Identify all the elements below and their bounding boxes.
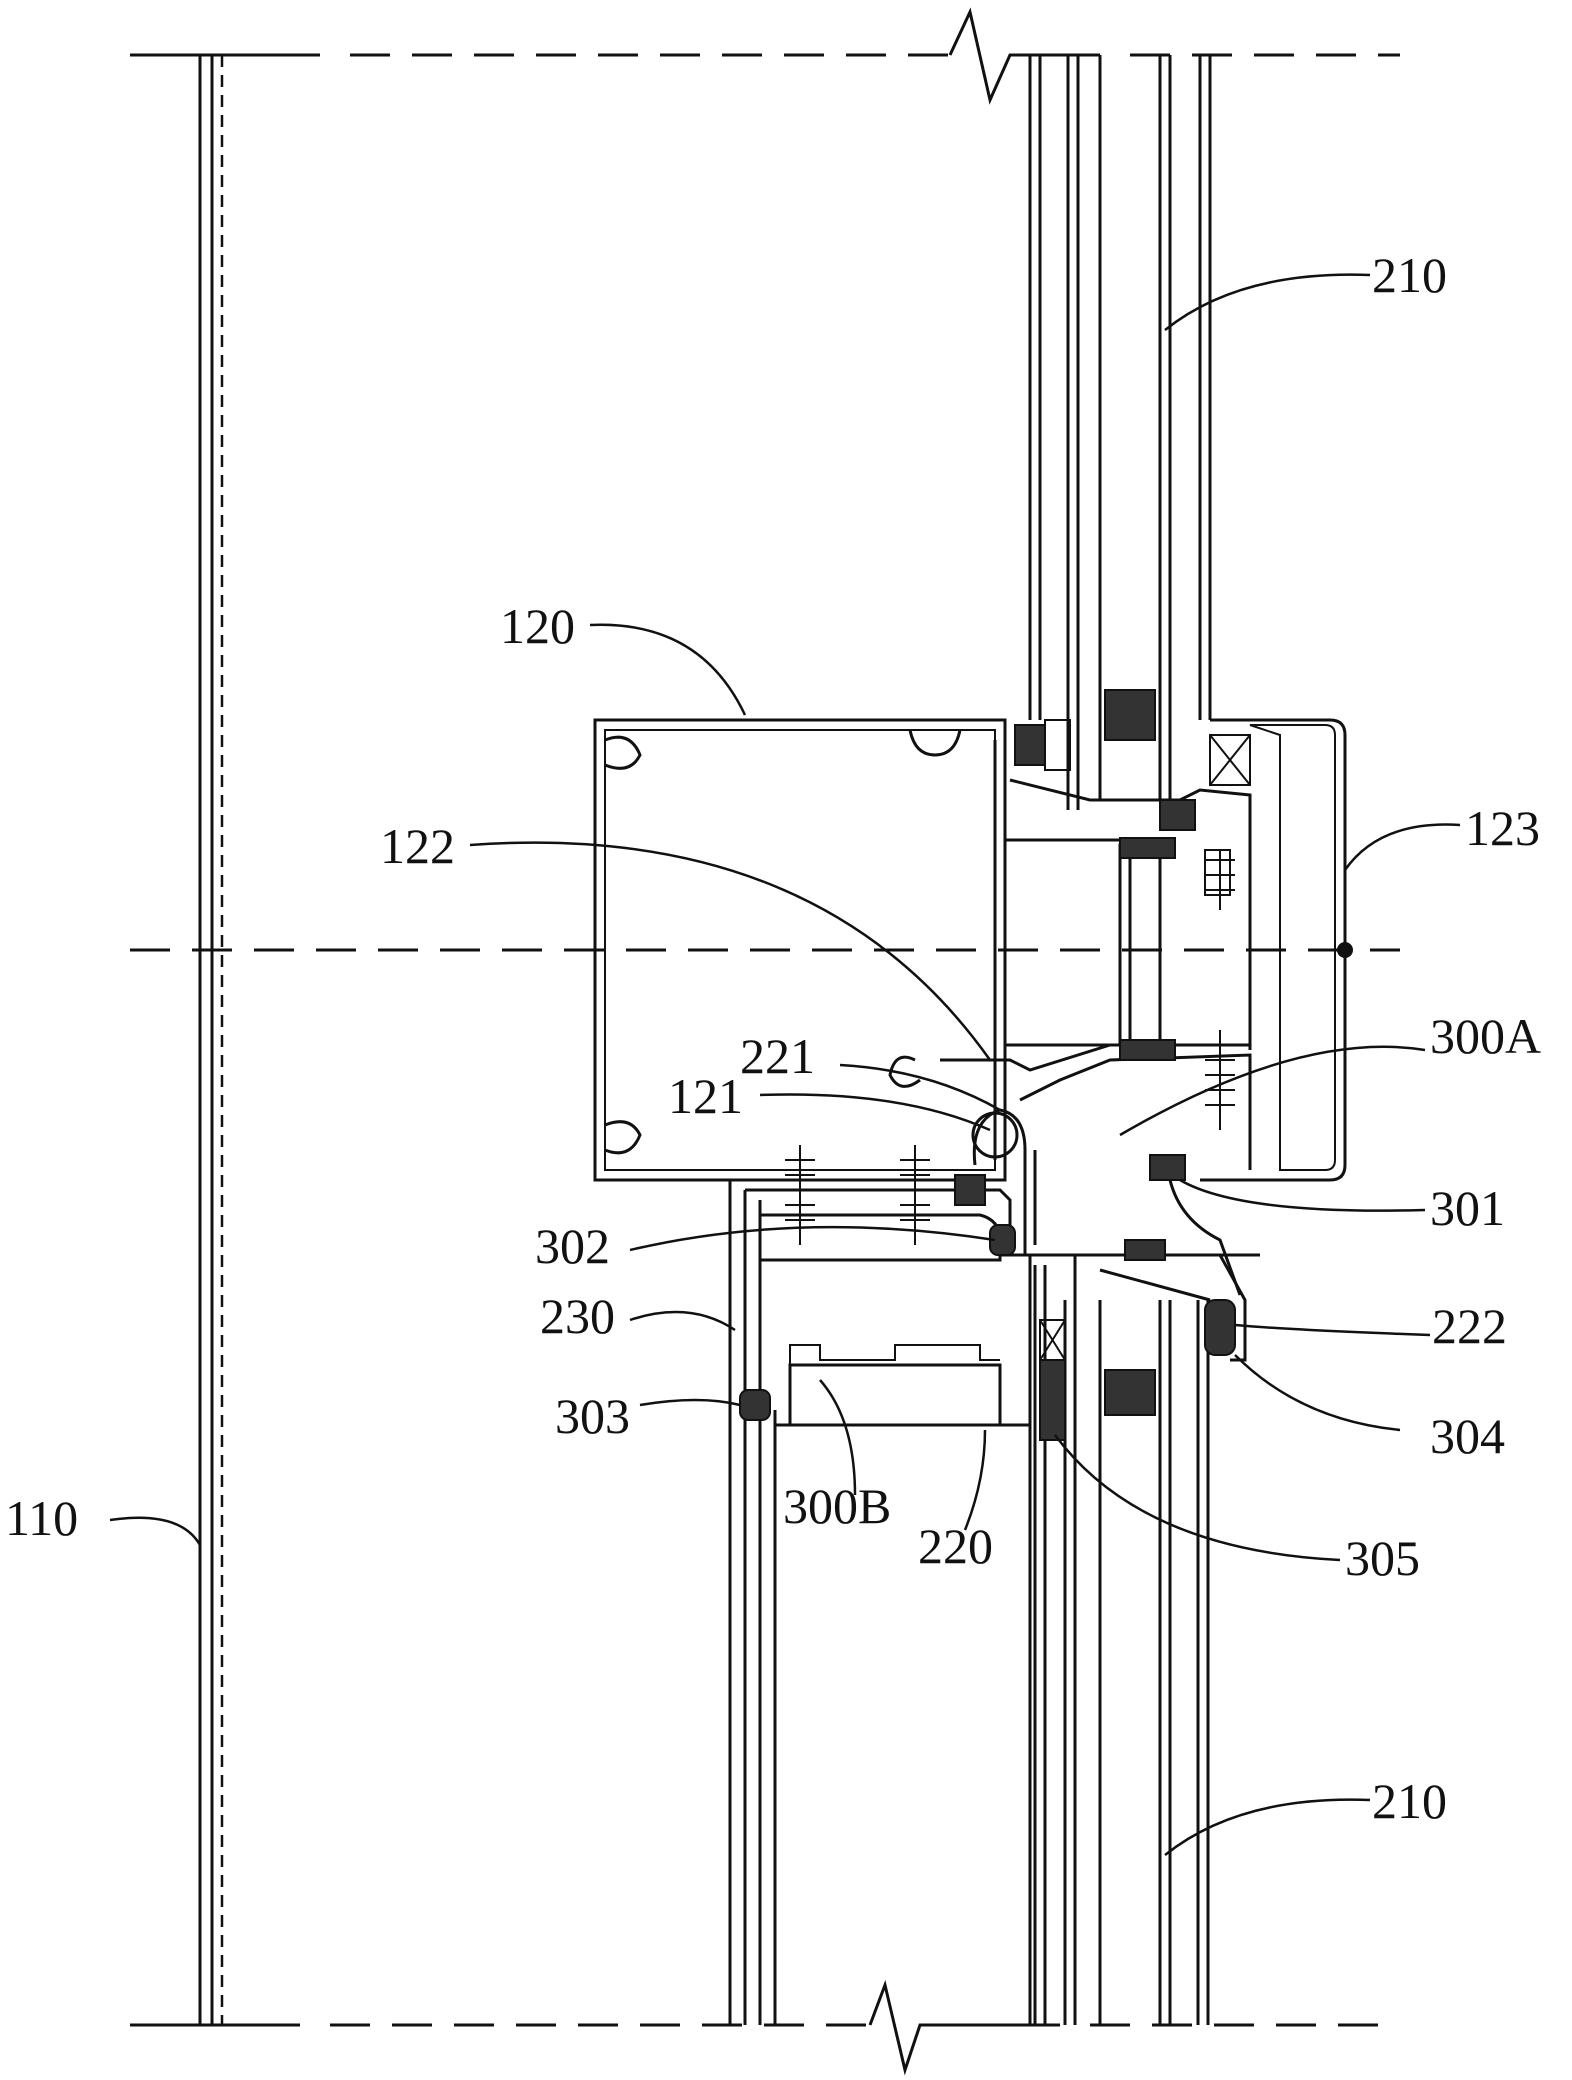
label-210-bottom: 210 bbox=[1372, 1773, 1447, 1829]
label-110: 110 bbox=[5, 1490, 78, 1546]
label-220: 220 bbox=[918, 1518, 993, 1574]
label-304: 304 bbox=[1430, 1408, 1505, 1464]
sash-frame-220 bbox=[730, 1180, 1260, 2025]
frame-cavity bbox=[940, 780, 1250, 1170]
label-120: 120 bbox=[500, 598, 575, 654]
label-210-top: 210 bbox=[1372, 247, 1447, 303]
label-121: 121 bbox=[668, 1068, 743, 1124]
label-302: 302 bbox=[535, 1218, 610, 1274]
label-221: 221 bbox=[740, 1028, 815, 1084]
label-301: 301 bbox=[1430, 1180, 1505, 1236]
label-305: 305 bbox=[1345, 1530, 1420, 1586]
label-303: 303 bbox=[555, 1388, 630, 1444]
label-300A: 300A bbox=[1430, 1008, 1541, 1064]
label-123: 123 bbox=[1465, 800, 1540, 856]
column-110 bbox=[200, 55, 222, 2025]
label-230: 230 bbox=[540, 1288, 615, 1344]
label-222: 222 bbox=[1432, 1298, 1507, 1354]
lower-glass-panel-210 bbox=[1035, 1265, 1208, 2025]
label-122: 122 bbox=[380, 818, 455, 874]
top-gaskets bbox=[1015, 720, 1230, 1060]
label-300B: 300B bbox=[783, 1478, 891, 1534]
callout-labels: 210 120 123 122 300A 221 121 301 302 230… bbox=[5, 247, 1541, 1829]
upper-glass-panel-210 bbox=[1030, 55, 1210, 810]
